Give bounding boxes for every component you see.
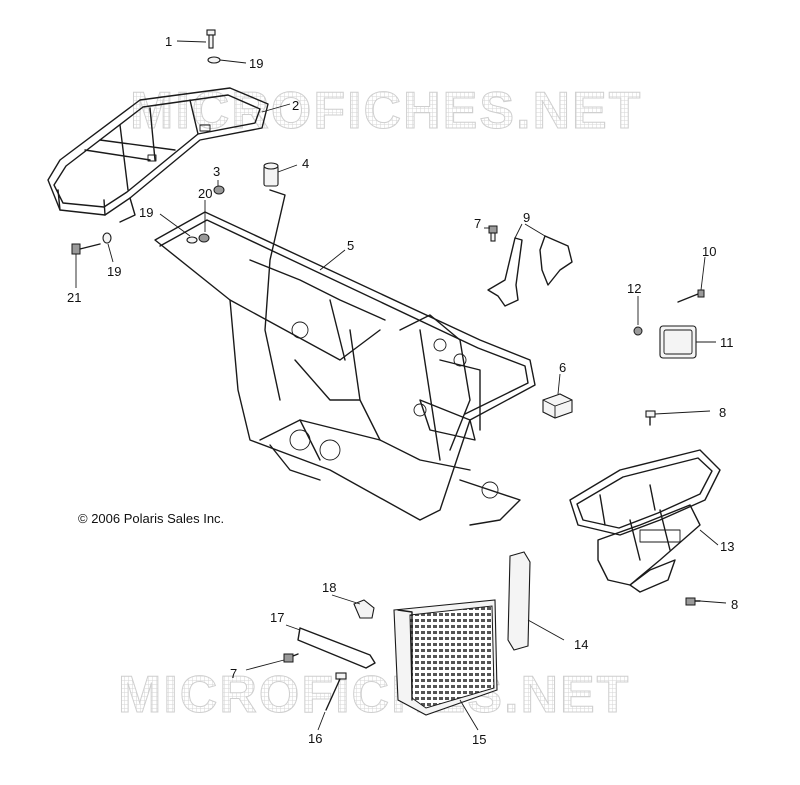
part-19-washer — [207, 56, 221, 64]
part-13-front-rack — [569, 449, 721, 593]
part-16-pin — [325, 672, 347, 711]
callout-8-top: 8 — [719, 405, 726, 420]
part-20-washer — [198, 233, 210, 243]
callout-7-top: 7 — [474, 216, 481, 231]
callout-3: 3 — [213, 164, 220, 179]
callout-8-bottom: 8 — [731, 597, 738, 612]
callout-16: 16 — [308, 731, 322, 746]
part-8-screw-a — [645, 410, 656, 426]
callout-2: 2 — [292, 98, 299, 113]
callout-21: 21 — [67, 290, 81, 305]
callout-18: 18 — [322, 580, 336, 595]
part-4-bushing — [263, 162, 279, 187]
part-5-frame — [154, 189, 536, 526]
callout-15: 15 — [472, 732, 486, 747]
callout-5: 5 — [347, 238, 354, 253]
part-17-bracket — [297, 627, 376, 669]
callout-7-bottom: 7 — [230, 666, 237, 681]
callout-19-mid: 19 — [139, 205, 153, 220]
part-21-bolt — [71, 243, 101, 255]
part-11-light — [659, 325, 697, 359]
part-9-brackets — [487, 235, 573, 307]
callout-14: 14 — [574, 637, 588, 652]
leader-lines — [75, 40, 727, 731]
part-6-block — [542, 393, 573, 419]
callout-19-top: 19 — [249, 56, 263, 71]
callout-17: 17 — [270, 610, 284, 625]
part-2-rear-rack — [47, 87, 269, 223]
callout-9: 9 — [523, 210, 530, 225]
part-10-bolt — [677, 289, 705, 303]
part-1-bolt — [206, 29, 216, 49]
part-19-washer-b — [186, 236, 198, 244]
callouts: 1 19 2 3 4 20 19 19 21 5 7 9 10 12 11 6 … — [67, 34, 738, 747]
callout-10: 10 — [702, 244, 716, 259]
callout-6: 6 — [559, 360, 566, 375]
part-8-screw-b — [685, 597, 701, 606]
callout-1: 1 — [165, 34, 172, 49]
callout-4: 4 — [302, 156, 309, 171]
callout-12: 12 — [627, 281, 641, 296]
part-15-radiator-guard — [393, 599, 498, 716]
callout-11: 11 — [720, 335, 734, 350]
part-7-bolt-bottom — [283, 653, 299, 663]
part-12-nut — [633, 326, 643, 336]
watermark-bottom: MICROFICHES.NET — [118, 666, 630, 724]
callout-13: 13 — [720, 539, 734, 554]
callout-20: 20 — [198, 186, 212, 201]
callout-19-left: 19 — [107, 264, 121, 279]
part-3-nut — [213, 185, 225, 195]
copyright-notice: © 2006 Polaris Sales Inc. — [78, 511, 224, 526]
part-14-side-panel — [507, 551, 531, 651]
part-7-bolt-top — [488, 225, 498, 242]
part-18-clip — [353, 599, 375, 619]
part-19-washer-c — [102, 232, 112, 244]
